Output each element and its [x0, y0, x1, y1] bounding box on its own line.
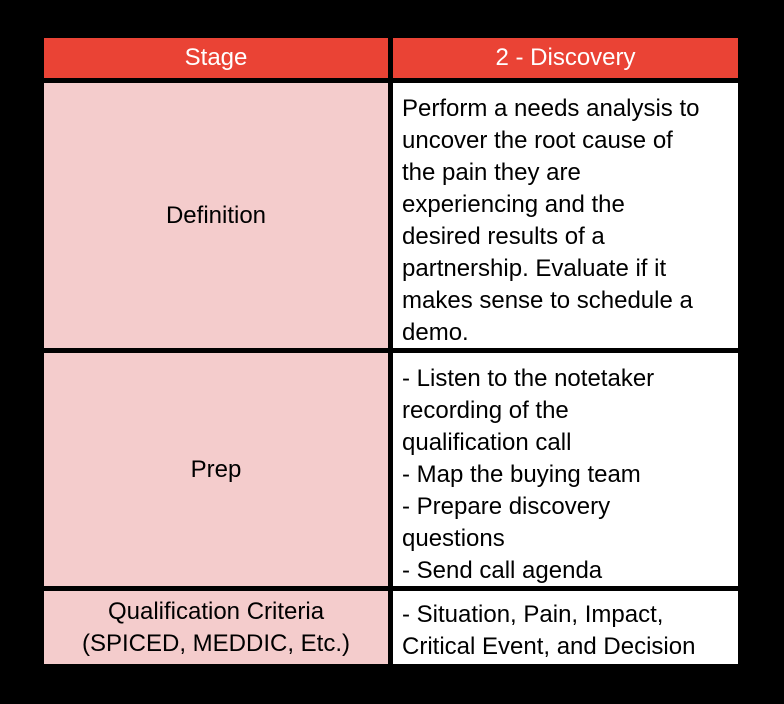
row-definition-label-cell: Definition — [44, 83, 388, 348]
header-stage-cell: Stage — [44, 38, 388, 78]
row-prep-content: - Listen to the notetaker recording of t… — [393, 353, 738, 586]
row-qualification-label: Qualification Criteria (SPICED, MEDDIC, … — [81, 597, 351, 657]
row-qualification-label-cell: Qualification Criteria (SPICED, MEDDIC, … — [44, 591, 388, 664]
row-prep-label-cell: Prep — [44, 353, 388, 586]
header-stage-label: Stage — [184, 44, 248, 71]
header-discovery-label: 2 - Discovery — [495, 44, 636, 71]
header-discovery-cell: 2 - Discovery — [393, 38, 738, 78]
row-definition-label: Definition — [165, 201, 267, 229]
row-prep-label: Prep — [190, 455, 242, 483]
row-qualification-content: - Situation, Pain, Impact, Critical Even… — [393, 591, 738, 664]
row-definition-content: Perform a needs analysis to uncover the … — [393, 83, 738, 348]
